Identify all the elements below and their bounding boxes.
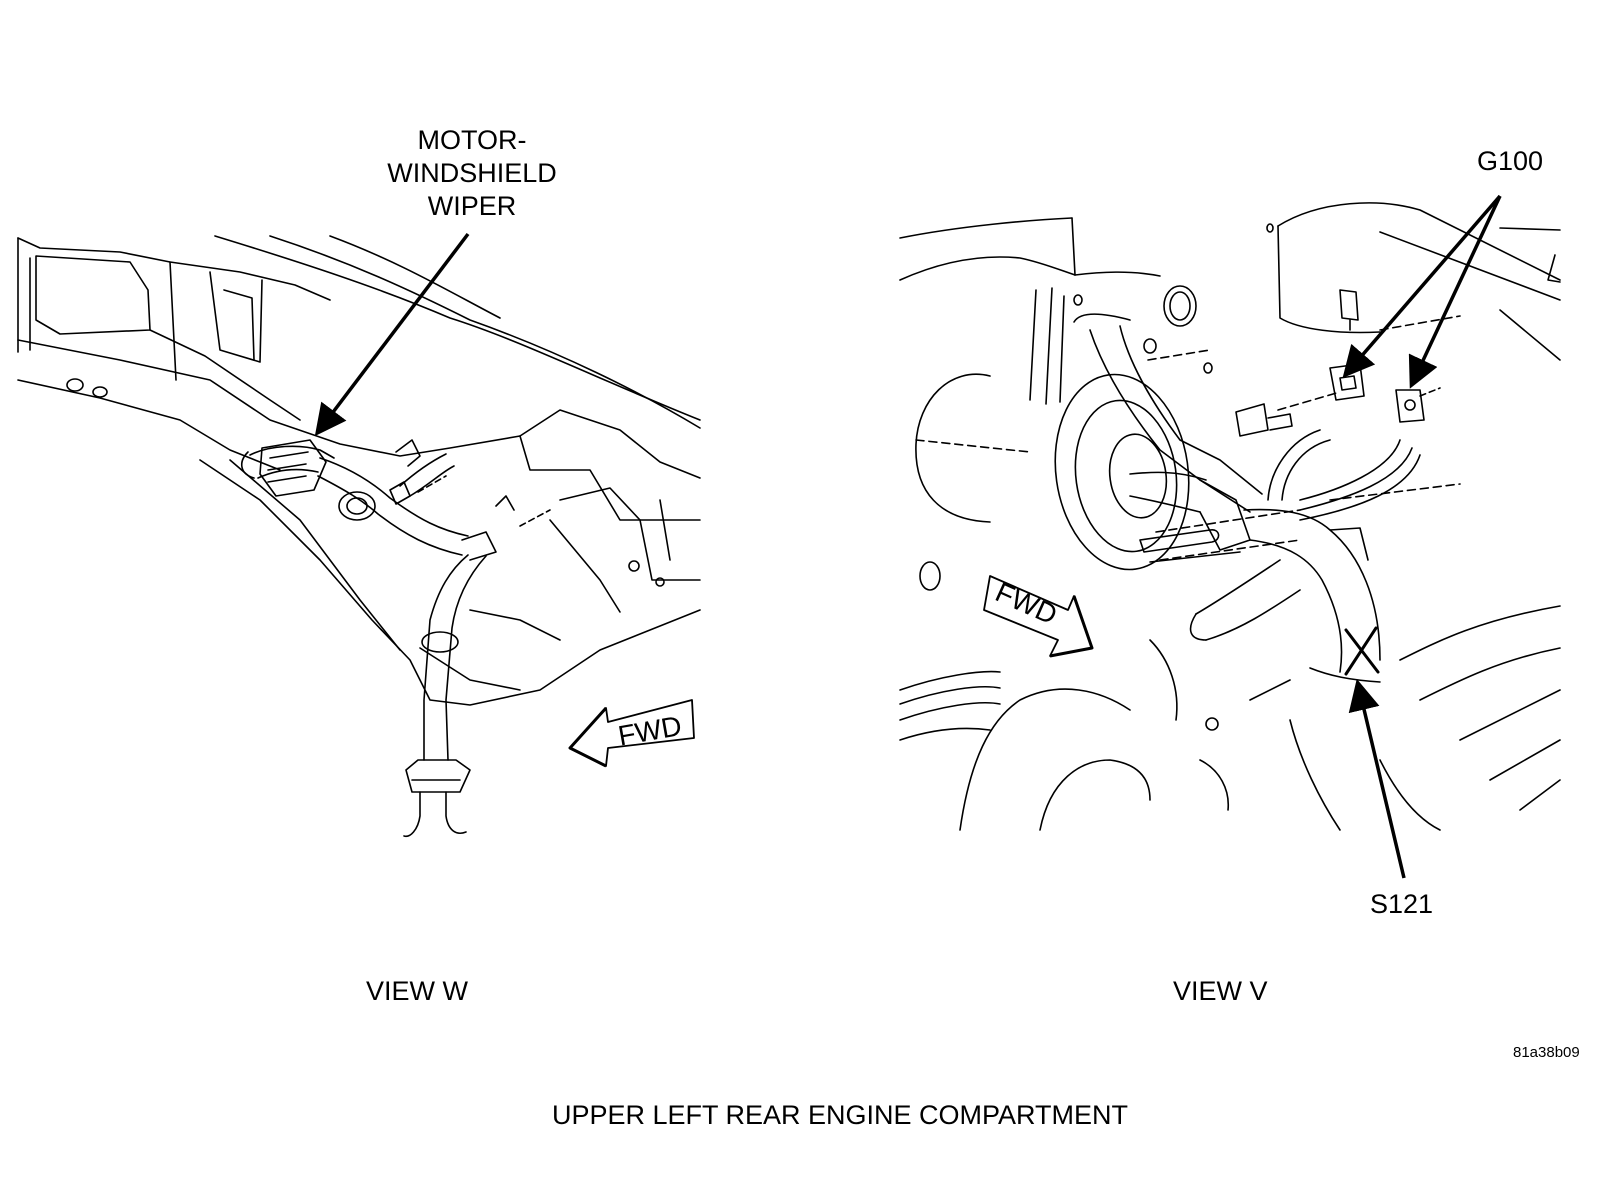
view-v-illustration [899, 202, 1561, 831]
fwd-arrow-left: FWD [568, 699, 695, 768]
leader-arrows [314, 194, 1502, 879]
motor-label-line-2: WINDSHIELD [387, 158, 557, 188]
view-w-label: VIEW W [366, 976, 468, 1006]
motor-label-line-1: MOTOR- [417, 125, 527, 155]
view-w-illustration [17, 235, 701, 838]
leader-g100-right [1408, 195, 1502, 389]
motor-windshield-wiper-label: MOTOR- WINDSHIELD WIPER [352, 124, 592, 223]
s121-x-mark [1344, 626, 1380, 676]
leader-g100-left [1342, 194, 1502, 378]
leader-motor-windshield-wiper [314, 232, 470, 437]
s121-label: S121 [1370, 889, 1434, 919]
motor-label-line-3: WIPER [427, 191, 517, 221]
view-v-label: VIEW V [1173, 976, 1268, 1006]
fwd-text-left: FWD [616, 710, 684, 752]
figure-caption: UPPER LEFT REAR ENGINE COMPARTMENT [551, 1100, 1129, 1130]
g100-label: G100 [1477, 146, 1544, 176]
fwd-arrow-right: FWD [983, 575, 1094, 658]
figure-code: 81a38b09 [1513, 1044, 1580, 1061]
leader-s121 [1348, 678, 1406, 879]
